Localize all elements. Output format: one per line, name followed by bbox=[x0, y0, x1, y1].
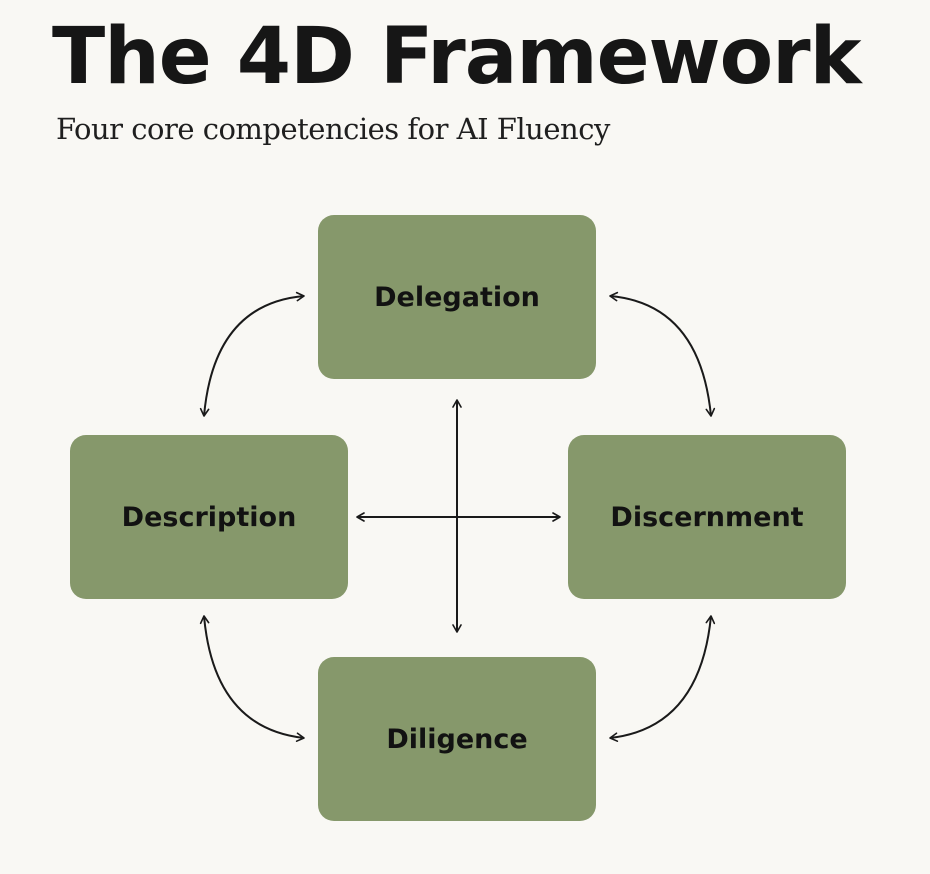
page-title: The 4D Framework bbox=[52, 12, 862, 102]
node-description-label: Description bbox=[121, 501, 297, 533]
node-diligence-label: Diligence bbox=[386, 723, 528, 755]
node-discernment: Discernment bbox=[568, 435, 846, 599]
arrow-description-diligence bbox=[199, 615, 305, 742]
arrow-delegation-description bbox=[199, 291, 305, 417]
node-diligence: Diligence bbox=[318, 657, 596, 821]
node-discernment-label: Discernment bbox=[610, 501, 804, 533]
node-delegation: Delegation bbox=[318, 215, 596, 379]
arrow-discernment-diligence bbox=[609, 615, 716, 742]
page-subtitle: Four core competencies for AI Fluency bbox=[56, 112, 610, 146]
node-description: Description bbox=[70, 435, 348, 599]
node-delegation-label: Delegation bbox=[374, 281, 540, 313]
arrow-delegation-discernment bbox=[609, 291, 716, 417]
